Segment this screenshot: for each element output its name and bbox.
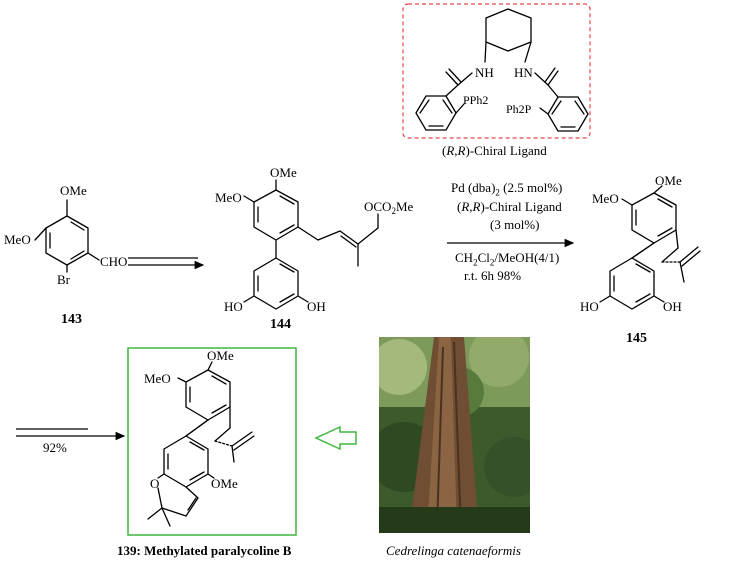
ligand-ph2p-label: Ph2P	[506, 102, 532, 116]
compound-144-structure	[243, 179, 379, 310]
c144-ho-label: HO	[224, 299, 243, 314]
compound-143-structure	[34, 199, 100, 273]
c139-meo-label: MeO	[144, 371, 171, 386]
c143-ome-label: OMe	[60, 183, 87, 198]
c145-oh-label: OH	[663, 299, 682, 314]
tree-photo	[379, 337, 530, 533]
condition-line1: Pd (dba)2 (2.5 mol%)	[451, 180, 563, 198]
ligand-nh-label: NH	[475, 65, 494, 80]
compound-139-caption: 139: Methylated paralycoline B	[117, 543, 292, 558]
compound-143-number: 143	[61, 312, 82, 327]
ligand-hn-label: HN	[514, 65, 533, 80]
c145-ho-label: HO	[580, 299, 599, 314]
condition-line2: (R,R)-Chiral Ligand	[457, 199, 562, 214]
step1-arrow	[128, 257, 205, 270]
step3-arrow	[16, 428, 126, 441]
c139-ome-top-label: OMe	[207, 348, 234, 363]
c145-meo-label: MeO	[592, 191, 619, 206]
condition-line5: r.t. 6h 98%	[464, 268, 522, 283]
condition-line3: (3 mol%)	[490, 217, 540, 232]
c144-ome-label: OMe	[270, 165, 297, 180]
compound-139-structure	[147, 361, 255, 527]
c139-ome-bottom-label: OMe	[211, 476, 238, 491]
c143-meo-label: MeO	[4, 232, 31, 247]
compound-145-number: 145	[626, 331, 647, 346]
compound-145-structure	[599, 185, 701, 310]
c144-oco2me-label: OCO2Me	[364, 199, 414, 216]
c139-o-label: O	[150, 476, 159, 491]
c145-ome-label: OMe	[655, 173, 682, 188]
condition-line4: CH2Cl2/MeOH(4/1)	[455, 250, 560, 268]
c143-cho-label: CHO	[100, 254, 127, 269]
photo-caption: Cedrelinga catenaeformis	[386, 543, 521, 558]
ligand-caption: (R,R)-Chiral Ligand	[442, 143, 547, 158]
ligand-highlight-box	[402, 3, 591, 139]
ligand-pph2-label: PPh2	[463, 93, 488, 107]
product-highlight-box	[127, 347, 297, 536]
compound-144-number: 144	[270, 317, 291, 332]
chiral-ligand-structure	[415, 8, 589, 132]
step3-yield: 92%	[43, 440, 67, 455]
c144-meo-label: MeO	[215, 190, 242, 205]
hollow-arrow	[314, 425, 357, 451]
c143-br-label: Br	[57, 272, 71, 287]
c144-oh-label: OH	[307, 299, 326, 314]
